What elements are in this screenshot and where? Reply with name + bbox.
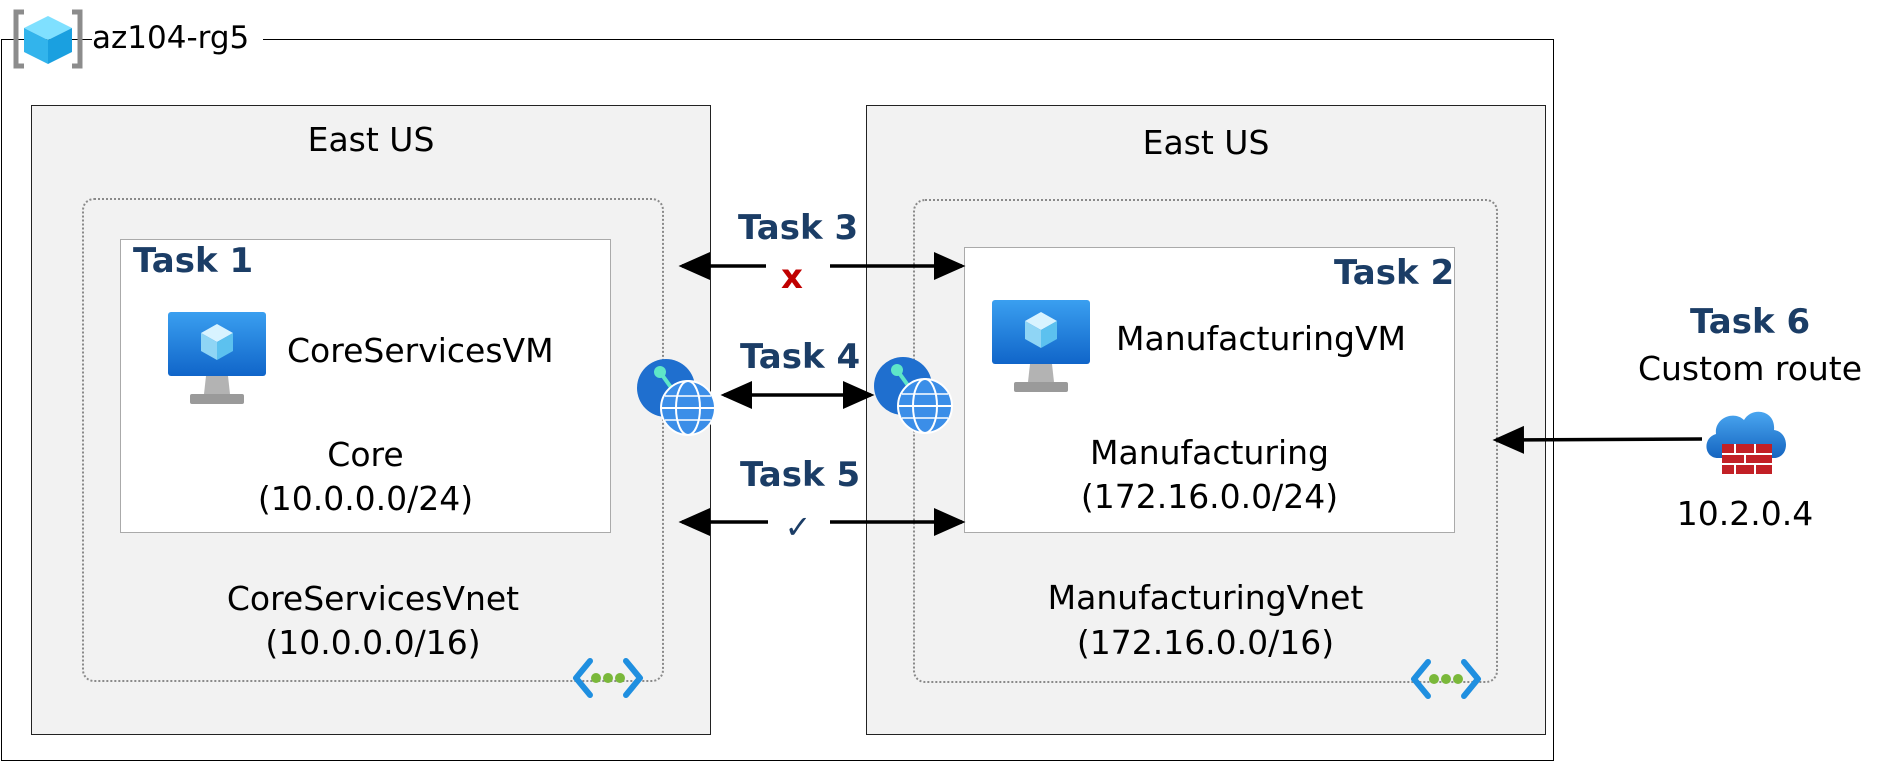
core-subnet-box bbox=[120, 239, 611, 533]
manufacturing-peering-icon bbox=[874, 357, 953, 434]
task-3-label: Task 3 bbox=[738, 208, 859, 248]
task-1-label: Task 1 bbox=[133, 241, 254, 281]
manufacturing-vnet-name: ManufacturingVnet bbox=[1047, 578, 1364, 617]
core-vm-icon bbox=[168, 312, 266, 404]
manufacturing-vm-name: ManufacturingVM bbox=[1116, 319, 1407, 358]
task-3-status-mark: x bbox=[781, 257, 803, 297]
task-6-label: Task 6 bbox=[1690, 302, 1811, 342]
core-vnet-cidr: (10.0.0.0/16) bbox=[265, 623, 481, 662]
core-peering-icon bbox=[637, 359, 716, 436]
core-subnet-name: Core bbox=[327, 435, 404, 474]
task-5-label: Task 5 bbox=[740, 455, 861, 495]
manufacturing-vnet-cidr: (172.16.0.0/16) bbox=[1076, 623, 1335, 662]
region-label-right: East US bbox=[1142, 123, 1270, 162]
core-vm-name: CoreServicesVM bbox=[287, 331, 554, 370]
manufacturing-vnet-icon bbox=[1411, 659, 1481, 699]
manufacturing-vm-icon bbox=[992, 300, 1090, 392]
task-4-label: Task 4 bbox=[740, 337, 861, 377]
core-vnet-boundary bbox=[82, 198, 664, 682]
core-vnet-icon bbox=[573, 658, 643, 698]
core-vnet-name: CoreServicesVnet bbox=[226, 579, 520, 618]
task-2-label: Task 2 bbox=[1334, 253, 1455, 293]
manufacturing-subnet-name: Manufacturing bbox=[1090, 433, 1329, 472]
resource-group-title: az104-rg5 bbox=[92, 14, 264, 62]
custom-route-label: Custom route bbox=[1637, 349, 1863, 388]
region-label-left: East US bbox=[307, 120, 435, 159]
firewall-cloud-icon bbox=[1706, 411, 1786, 474]
task-6-arrow bbox=[1492, 425, 1703, 454]
custom-route-ip: 10.2.0.4 bbox=[1676, 494, 1814, 533]
resource-group-icon bbox=[13, 9, 83, 69]
manufacturing-subnet-cidr: (172.16.0.0/24) bbox=[1080, 477, 1339, 516]
core-subnet-cidr: (10.0.0.0/24) bbox=[257, 479, 474, 518]
task-5-status-mark: ✓ bbox=[784, 508, 812, 546]
